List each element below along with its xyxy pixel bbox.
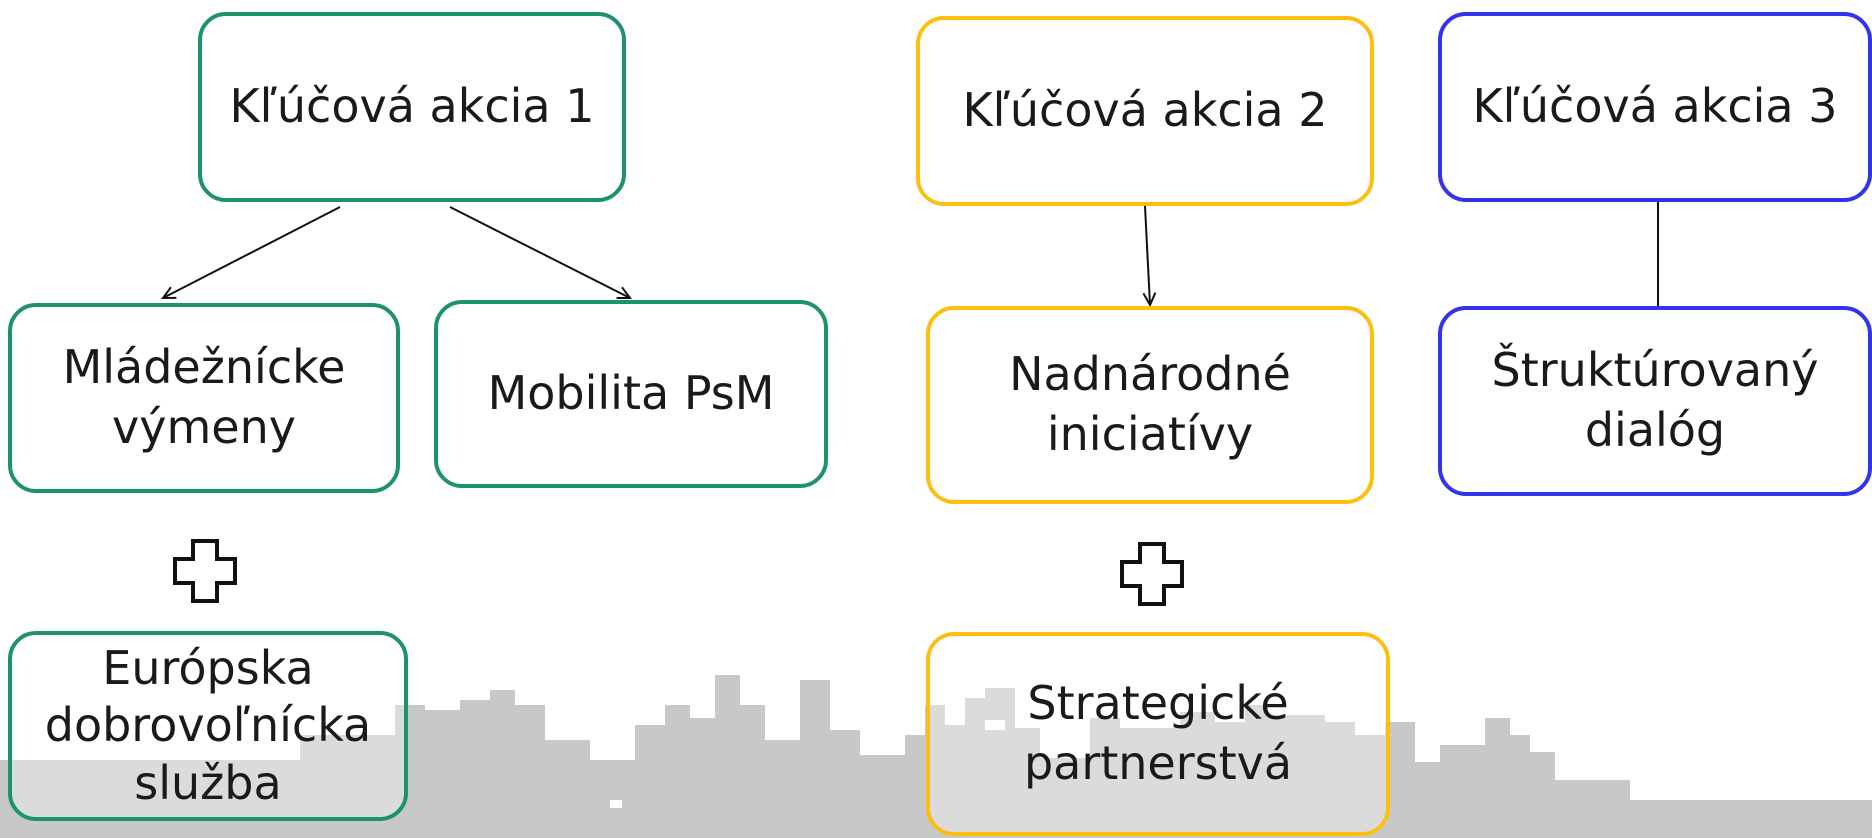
strategic-partnerships-box: Strategické partnerstvá [926,632,1390,836]
arrow-ka1-to-mobility [449,206,630,298]
key-action-2-box: Kľúčová akcia 2 [916,16,1374,206]
arrow-ka1-to-youth-exchanges [163,206,341,298]
plus-icon [1120,542,1184,606]
transnational-initiatives-box: Nadnárodné iniciatívy [926,306,1374,504]
key-action-1-box: Kľúčová akcia 1 [198,12,626,202]
youth-exchanges-box: Mládežnícke výmeny [8,303,400,493]
european-voluntary-service-box: Európska dobrovoľnícka služba [8,631,408,821]
arrow-ka2-to-initiatives [1145,205,1150,305]
plus-icon [173,539,237,603]
mobility-psm-box: Mobilita PsM [434,300,828,488]
key-action-3-box: Kľúčová akcia 3 [1438,12,1872,202]
structured-dialogue-box: Štruktúrovaný dialóg [1438,306,1872,496]
